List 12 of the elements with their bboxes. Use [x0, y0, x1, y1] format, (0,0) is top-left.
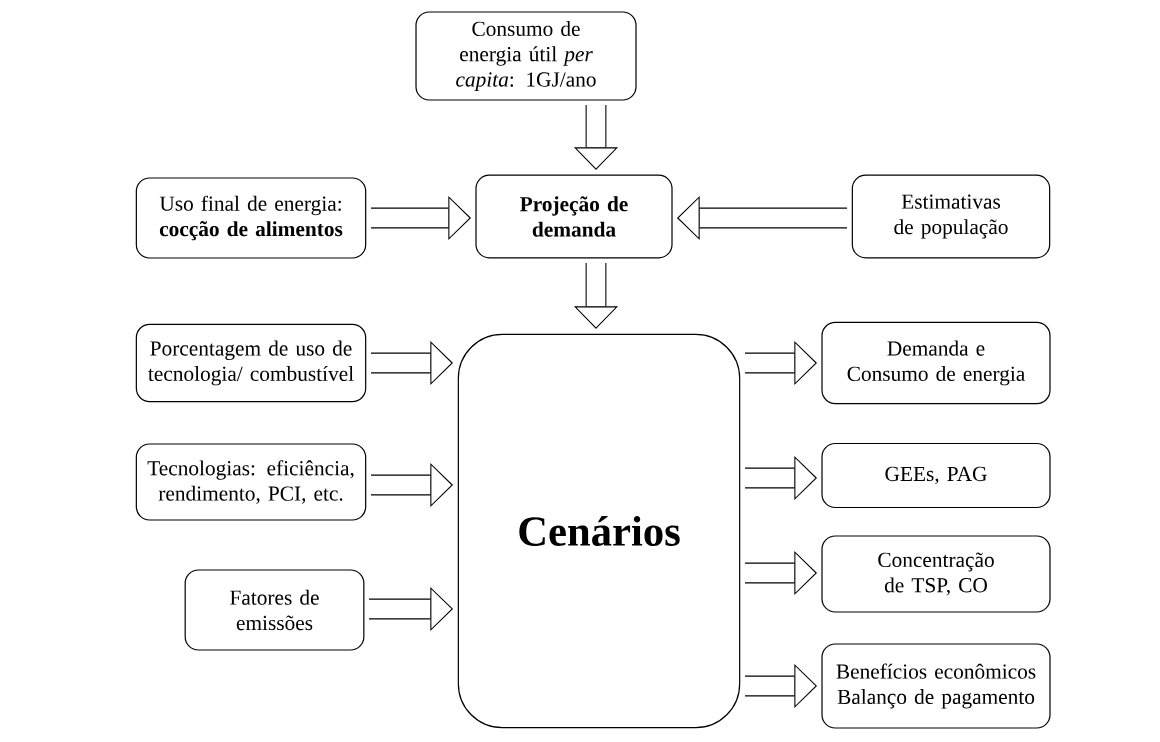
process-box: Fatores de emissões: [184, 569, 365, 651]
process-box: Concentração de TSP, CO: [821, 535, 1051, 613]
process-box: Demanda e Consumo de energia: [821, 321, 1051, 405]
process-box: GEEs, PAG: [821, 442, 1051, 509]
process-box: Consumo de energia útil per capita: 1GJ/ano: [415, 11, 637, 101]
process-box: Benefícios econômicos Balanço de pagamento: [821, 643, 1051, 729]
process-box: Projeção de demanda: [475, 174, 673, 259]
process-box: Tecnologias: eficiência, rendimento, PCI, etc.: [135, 443, 367, 521]
process-box: Porcentagem de uso de tecnologia/ combustível: [135, 323, 367, 403]
process-box: Uso final de energia: cocção de alimentos: [135, 177, 367, 259]
scenario-box: Cenários: [457, 333, 741, 729]
process-box: Estimativas de população: [851, 174, 1051, 259]
